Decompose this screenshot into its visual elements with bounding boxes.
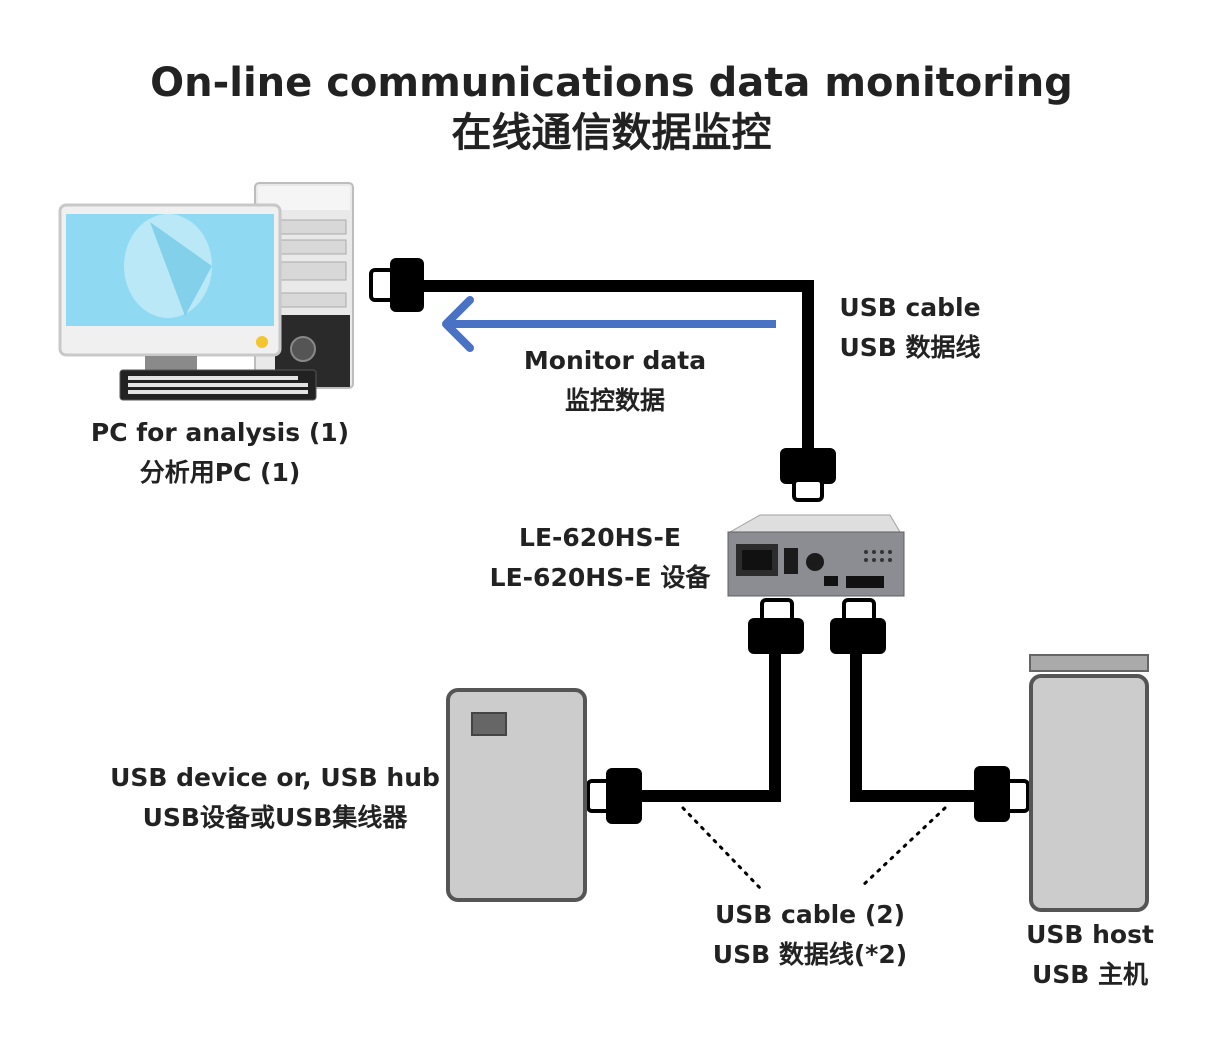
label-usb-device-zh: USB设备或USB集线器 [142, 803, 408, 832]
usb-cable-top [369, 258, 836, 502]
label-monitor-data-zh: 监控数据 [564, 386, 665, 415]
monitor-arrow [442, 296, 776, 352]
label-usb-host: USB host USB 主机 [1010, 915, 1170, 995]
label-analyzer-zh: LE-620HS-E 设备 [489, 563, 711, 592]
label-usb-cable-top-zh: USB 数据线 [839, 333, 981, 362]
usb-device-box [446, 688, 587, 902]
label-monitor-data: Monitor data 监控数据 [505, 341, 725, 421]
label-pc-en: PC for analysis (1) [90, 418, 350, 447]
leader-line-right [858, 806, 947, 890]
label-pc-zh: 分析用PC (1) [139, 458, 301, 487]
usb-connector-housing [390, 258, 424, 312]
label-usb-device-en: USB device or, USB hub [110, 763, 440, 792]
usb-connector-plug [369, 268, 395, 302]
label-usb-cable-bottom: USB cable (2) USB 数据线(*2) [680, 895, 940, 975]
label-usb-device: USB device or, USB hub USB设备或USB集线器 [95, 758, 455, 838]
title-en: On-line communications data monitoring [150, 60, 1073, 106]
usb-cable-left [586, 598, 804, 824]
diagram-title: On-line communications data monitoring 在… [0, 58, 1223, 158]
label-usb-cable-bottom-en: USB cable (2) [714, 900, 906, 929]
label-monitor-data-en: Monitor data [523, 346, 707, 375]
title-zh: 在线通信数据监控 [451, 110, 772, 156]
leader-line-left [681, 806, 762, 890]
usb-cable-right [830, 598, 1030, 822]
label-analyzer: LE-620HS-E LE-620HS-E 设备 [470, 518, 730, 598]
label-usb-cable-top-en: USB cable [839, 293, 981, 322]
usb-host-box [1029, 654, 1149, 912]
pc-icon [58, 182, 354, 401]
label-usb-cable-top: USB cable USB 数据线 [820, 288, 1000, 368]
label-usb-host-zh: USB 主机 [1031, 960, 1149, 989]
label-usb-host-en: USB host [1026, 920, 1154, 949]
analyzer-device-icon [727, 514, 905, 597]
label-pc: PC for analysis (1) 分析用PC (1) [75, 413, 365, 493]
label-analyzer-en: LE-620HS-E [519, 523, 681, 552]
label-usb-cable-bottom-zh: USB 数据线(*2) [712, 940, 908, 969]
